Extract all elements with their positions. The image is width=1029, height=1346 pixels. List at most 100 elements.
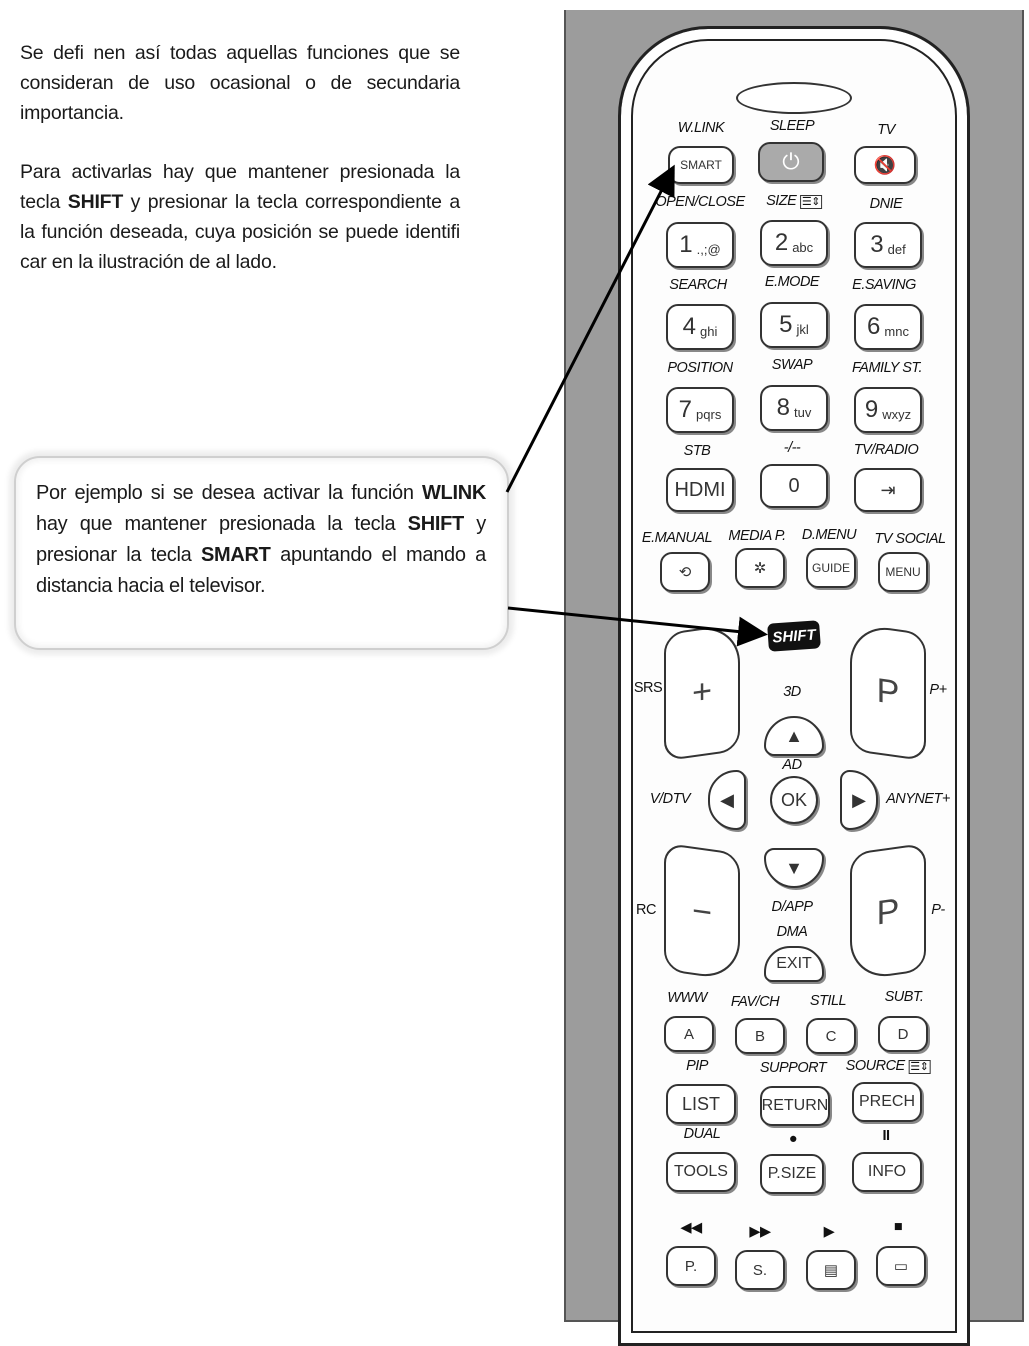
power-icon: ⏻ <box>782 149 800 174</box>
aspect-button[interactable]: ▭ <box>876 1246 926 1286</box>
label-dash: -/-- <box>783 440 801 456</box>
left-button[interactable]: ◀ <box>708 770 746 830</box>
color-b-button[interactable]: B <box>735 1018 785 1054</box>
label-dual: DUAL <box>683 1126 721 1142</box>
key-1[interactable]: 1.,;@ <box>666 222 734 268</box>
chevron-up-icon: ▲ <box>785 725 803 746</box>
intro-paragraph-1: Se defi nen así todas aquellas funciones… <box>20 42 460 124</box>
label-rc: RC <box>636 902 656 918</box>
chevron-left-icon: ◀ <box>720 789 734 810</box>
rewind-icon: ◀◀ <box>680 1220 702 1236</box>
chevron-down-icon: ▼ <box>785 857 803 878</box>
example-callout <box>14 456 509 650</box>
mute-button[interactable]: 🔇 <box>854 146 916 184</box>
shift-button[interactable]: SHIFT <box>767 620 821 652</box>
key-0[interactable]: 0 <box>760 464 828 508</box>
media-play-icon: ✲ <box>753 560 767 577</box>
mute-icon: 🔇 <box>873 154 897 175</box>
list-button[interactable]: LIST <box>666 1084 736 1124</box>
ok-button[interactable]: OK <box>770 776 818 824</box>
hdmi-button[interactable]: HDMI <box>666 468 734 512</box>
label-fav-ch: FAV/CH <box>730 994 780 1010</box>
label-srs: SRS <box>633 680 663 696</box>
p-mode-button[interactable]: P. <box>666 1246 716 1286</box>
undo-icon: ⟲ <box>678 564 692 581</box>
label-source: SOURCE ☰⇕ <box>845 1058 931 1074</box>
media-play-button[interactable]: ✲ <box>735 548 785 588</box>
label-dma: DMA <box>776 924 808 940</box>
label-search: SEARCH <box>669 277 727 293</box>
guide-button[interactable]: GUIDE <box>806 548 856 588</box>
up-button[interactable]: ▲ <box>764 716 824 756</box>
label-dnie: DNIE <box>869 196 903 212</box>
label-p-plus: P+ <box>929 682 947 698</box>
back-button[interactable]: ⟲ <box>660 552 710 592</box>
ir-window <box>736 82 852 114</box>
color-c-button[interactable]: C <box>806 1018 856 1054</box>
label-size: SIZE ☰⇕ <box>766 193 822 209</box>
chevron-right-icon: ▶ <box>852 789 866 810</box>
plus-icon: + <box>692 671 712 712</box>
source-input-icon: ⇥ <box>880 479 896 500</box>
channel-up-button[interactable]: P <box>850 622 926 762</box>
play-icon: ▶ <box>823 1224 835 1240</box>
label-3d: 3D <box>783 684 801 700</box>
menu-button[interactable]: MENU <box>878 552 928 592</box>
label-sleep: SLEEP <box>769 118 815 134</box>
smart-button[interactable]: SMART <box>668 146 734 184</box>
example-callout-text: Por ejemplo si se desea activar la funci… <box>36 482 486 597</box>
label-v-dtv: V/DTV <box>649 791 691 807</box>
teletext-button[interactable]: ▤ <box>806 1250 856 1290</box>
label-family-st: FAMILY ST. <box>852 360 922 376</box>
label-esaving: E.SAVING <box>852 277 916 293</box>
label-www: WWW <box>667 990 707 1006</box>
psize-button[interactable]: P.SIZE <box>760 1154 824 1194</box>
label-stb: STB <box>683 443 711 459</box>
exit-button[interactable]: EXIT <box>764 946 824 982</box>
volume-up-button[interactable]: + <box>664 622 740 762</box>
screen-icon: ▭ <box>893 1258 909 1275</box>
prech-button[interactable]: PRECH <box>852 1082 922 1122</box>
info-button[interactable]: INFO <box>852 1152 922 1192</box>
teletext-icon: ▤ <box>823 1262 839 1279</box>
label-wlink: W.LINK <box>677 120 725 136</box>
source-toggle-icon: ☰⇕ <box>908 1060 931 1074</box>
s-mode-button[interactable]: S. <box>735 1250 785 1290</box>
label-subt: SUBT. <box>884 989 924 1005</box>
label-anynet: ANYNET+ <box>886 791 950 807</box>
label-pip: PIP <box>686 1058 708 1074</box>
color-d-button[interactable]: D <box>878 1016 928 1052</box>
record-icon: ● <box>788 1131 798 1147</box>
power-button[interactable]: ⏻ <box>758 142 824 182</box>
label-d-app: D/APP <box>771 899 813 915</box>
label-p-minus: P- <box>931 902 945 918</box>
channel-down-button[interactable]: P <box>850 842 926 982</box>
label-still: STILL <box>809 993 847 1009</box>
tools-button[interactable]: TOOLS <box>666 1152 736 1192</box>
label-support: SUPPORT <box>759 1060 827 1076</box>
color-a-button[interactable]: A <box>664 1016 714 1052</box>
label-position: POSITION <box>667 360 733 376</box>
source-button[interactable]: ⇥ <box>854 468 922 512</box>
stop-icon: ■ <box>893 1219 903 1235</box>
label-media-p: MEDIA P. <box>728 528 786 544</box>
return-button[interactable]: RETURN <box>760 1086 830 1126</box>
label-dmenu: D.MENU <box>801 527 857 543</box>
label-swap: SWAP <box>771 357 813 373</box>
label-open-close: OPEN/CLOSE <box>655 194 745 210</box>
pause-icon: II <box>882 1128 890 1144</box>
label-emode: E.MODE <box>764 274 820 290</box>
label-tv-social: TV SOCIAL <box>874 531 946 547</box>
fast-forward-icon: ▶▶ <box>749 1224 771 1240</box>
volume-down-button[interactable]: − <box>664 842 740 982</box>
minus-icon: − <box>692 891 712 932</box>
label-tv-radio: TV/RADIO <box>853 442 919 458</box>
